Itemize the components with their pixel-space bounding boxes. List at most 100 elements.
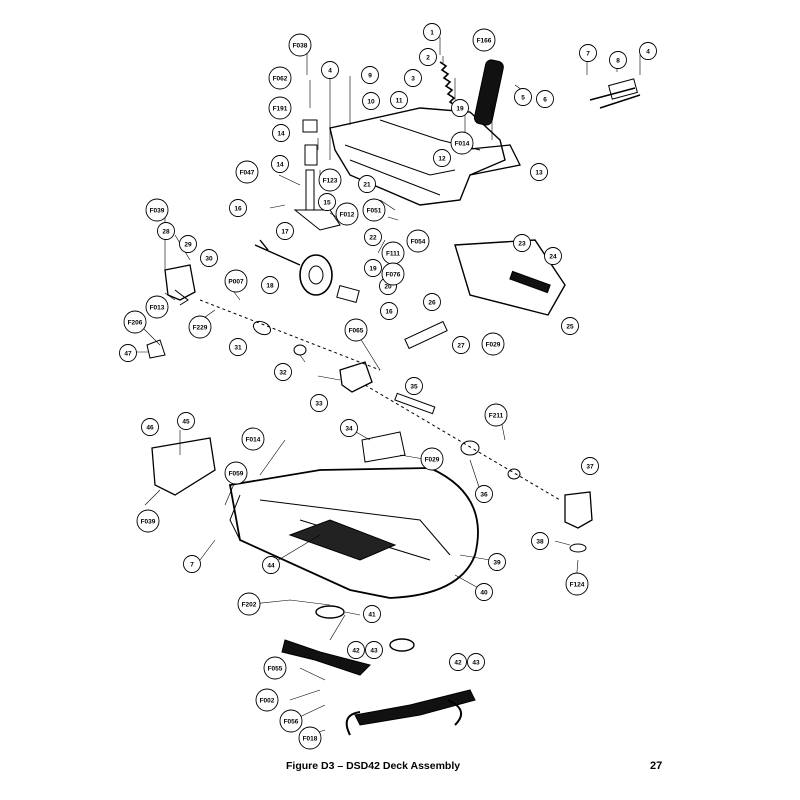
callout-text: F059 — [229, 470, 244, 477]
callout-circle — [321, 61, 339, 79]
callout-circle — [268, 66, 292, 90]
callout-text: F166 — [477, 37, 492, 44]
callout-circle — [188, 315, 212, 339]
callout-f039: F039 — [145, 198, 169, 222]
drive-shaft-right — [364, 384, 561, 501]
callout-f039: F039 — [136, 509, 160, 533]
callout-text: 39 — [493, 559, 501, 566]
callout-text: F018 — [303, 735, 318, 742]
callout-31: 31 — [229, 338, 247, 356]
callout-34: 34 — [340, 419, 358, 437]
callout-41: 41 — [363, 605, 381, 623]
callout-text: F062 — [273, 75, 288, 82]
callout-circle — [272, 124, 290, 142]
belt-guard — [361, 431, 406, 463]
exploded-parts-drawing — [131, 37, 641, 739]
callout-p007: P007 — [224, 269, 248, 293]
callout-circle — [271, 155, 289, 173]
callout-circle — [565, 572, 589, 596]
callout-text: F076 — [386, 271, 401, 278]
callout-text: 24 — [549, 253, 557, 260]
callout-circle — [364, 228, 382, 246]
callout-circle — [361, 66, 379, 84]
callout-circle — [362, 198, 386, 222]
callout-text: F013 — [150, 304, 165, 311]
callout-circle — [335, 202, 359, 226]
callout-text: 38 — [536, 538, 544, 545]
callout-circle — [449, 653, 467, 671]
callout-43: 43 — [467, 653, 485, 671]
callout-30: 30 — [200, 249, 218, 267]
callout-circle — [268, 96, 292, 120]
callout-3: 3 — [404, 69, 422, 87]
callout-circle — [263, 656, 287, 680]
callout-9: 9 — [361, 66, 379, 84]
callout-7: 7 — [579, 44, 597, 62]
callout-circle — [423, 23, 441, 41]
callout-f051: F051 — [362, 198, 386, 222]
callout-text: F124 — [570, 581, 585, 588]
callout-text: 3 — [411, 75, 415, 82]
callout-text: 34 — [345, 425, 353, 432]
callout-text: 42 — [352, 647, 360, 654]
callout-circle — [318, 193, 336, 211]
callout-18: 18 — [261, 276, 279, 294]
callout-f229: F229 — [188, 315, 212, 339]
callout-circle — [609, 51, 627, 69]
callout-37: 37 — [581, 457, 599, 475]
rotation-arrow-2 — [447, 699, 463, 726]
callout-f002: F002 — [255, 688, 279, 712]
callout-text: 20 — [384, 283, 392, 290]
callout-text: F038 — [293, 42, 308, 49]
callout-text: 47 — [124, 350, 132, 357]
callout-36: 36 — [475, 485, 493, 503]
callout-15: 15 — [318, 193, 336, 211]
callout-circle — [561, 317, 579, 335]
callout-circle — [536, 90, 554, 108]
callout-28: 28 — [157, 222, 175, 240]
callout-f059: F059 — [224, 461, 248, 485]
coupling-36 — [460, 440, 480, 456]
callout-circle — [347, 641, 365, 659]
pulley-41 — [315, 605, 345, 619]
callout-7: 7 — [183, 555, 201, 573]
callout-4: 4 — [639, 42, 657, 60]
callout-26: 26 — [423, 293, 441, 311]
callout-f014: F014 — [241, 427, 265, 451]
callout-text: F206 — [128, 319, 143, 326]
deck-baffle — [288, 519, 397, 561]
callout-text: F002 — [260, 697, 275, 704]
callout-text: 16 — [234, 205, 242, 212]
gearbox-right — [564, 491, 593, 529]
callout-f062: F062 — [268, 66, 292, 90]
callout-circle — [344, 318, 368, 342]
callout-text: 30 — [205, 255, 213, 262]
blade-left — [281, 639, 371, 676]
callout-circle — [481, 332, 505, 356]
callout-text: 41 — [368, 611, 376, 618]
callout-f166: F166 — [472, 28, 496, 52]
callout-text: 32 — [279, 369, 287, 376]
callout-44: 44 — [262, 556, 280, 574]
callout-25: 25 — [561, 317, 579, 335]
callout-43: 43 — [365, 641, 383, 659]
callout-text: 28 — [162, 228, 170, 235]
callout-29: 29 — [179, 235, 197, 253]
callout-text: 19 — [456, 105, 464, 112]
spindle-shaft — [305, 169, 315, 211]
callout-circle — [579, 44, 597, 62]
callout-f124: F124 — [565, 572, 589, 596]
handle-grip — [473, 59, 504, 126]
center-gearbox — [339, 361, 373, 393]
drive-shaft-35 — [394, 392, 436, 415]
callout-circle — [363, 605, 381, 623]
leader-lines — [131, 37, 641, 739]
wheel-axle — [254, 239, 301, 266]
callout-text: 19 — [369, 265, 377, 272]
callout-text: 44 — [267, 562, 275, 569]
spindle-bushing-lower — [304, 144, 318, 166]
callout-5: 5 — [514, 88, 532, 106]
callout-circle — [157, 222, 175, 240]
callout-11: 11 — [390, 91, 408, 109]
callout-circle — [241, 427, 265, 451]
